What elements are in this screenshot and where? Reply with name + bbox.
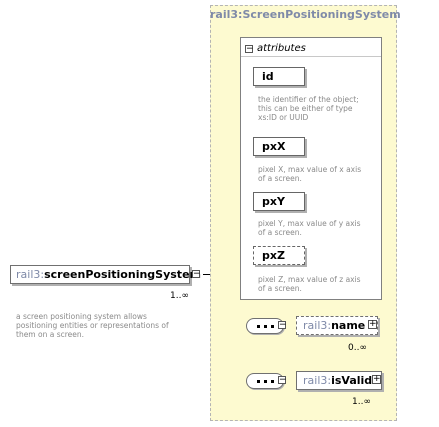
attribute-pxY[interactable]: pxY [253,192,305,211]
desc-line: them on a screen. [16,330,85,339]
attribute-id-desc: the identifier of the object; this can b… [258,95,359,122]
desc-line: of a screen. [258,284,302,293]
child-isValid-cardinality: 1..∞ [352,397,371,407]
desc-line: of a screen. [258,228,302,237]
collapse-sequence-icon[interactable]: − [278,320,287,330]
root-element-name: screenPositioningSystem [44,268,201,281]
desc-line: of a screen. [258,174,302,183]
desc-line: this can be either of type [258,104,353,113]
child-element-isValid[interactable]: rail3:isValid [296,371,382,390]
child-isValid-label: isValid [331,374,373,387]
attribute-pxX-desc: pixel X, max value of x axis of a screen… [258,165,361,183]
desc-line: xs:ID or UUID [258,113,309,122]
attributes-label: attributes [257,43,306,54]
desc-line: positioning entities or representations … [16,321,169,330]
attribute-id[interactable]: id [253,67,305,86]
root-element-desc: a screen positioning system allows posit… [16,312,169,339]
desc-line: pixel Y, max value of y axis [258,219,361,228]
attribute-pxX[interactable]: pxX [253,137,305,156]
collapse-root-icon[interactable]: − [192,269,201,279]
child-name-cardinality: 0..∞ [348,343,367,353]
collapse-attributes-icon[interactable]: − [245,44,254,54]
type-title-ns: rail3: [210,8,243,21]
root-element-box[interactable]: rail3:screenPositioningSystem [10,265,201,284]
desc-line: pixel Z, max value of z axis [258,275,361,284]
desc-line: the identifier of the object; [258,95,359,104]
child-name-ns: rail3: [303,319,332,332]
expand-name-icon[interactable]: + [368,319,377,329]
desc-line: a screen positioning system allows [16,312,147,321]
collapse-sequence-icon[interactable]: − [278,375,287,385]
type-title-name: ScreenPositioningSystem [242,8,401,21]
child-name-label: name [331,319,366,332]
expand-isValid-icon[interactable]: + [372,374,381,384]
type-title: rail3:ScreenPositioningSystem [210,8,401,21]
attribute-pxZ-desc: pixel Z, max value of z axis of a screen… [258,275,361,293]
desc-line: pixel X, max value of x axis [258,165,362,174]
attribute-pxY-desc: pixel Y, max value of y axis of a screen… [258,219,361,237]
root-cardinality: 1..∞ [170,291,189,301]
root-element-ns: rail3: [16,268,45,281]
attributes-head-rule [241,56,381,57]
child-element-name[interactable]: rail3:name [296,316,378,335]
attribute-pxZ[interactable]: pxZ [253,246,305,265]
child-isValid-ns: rail3: [303,374,332,387]
